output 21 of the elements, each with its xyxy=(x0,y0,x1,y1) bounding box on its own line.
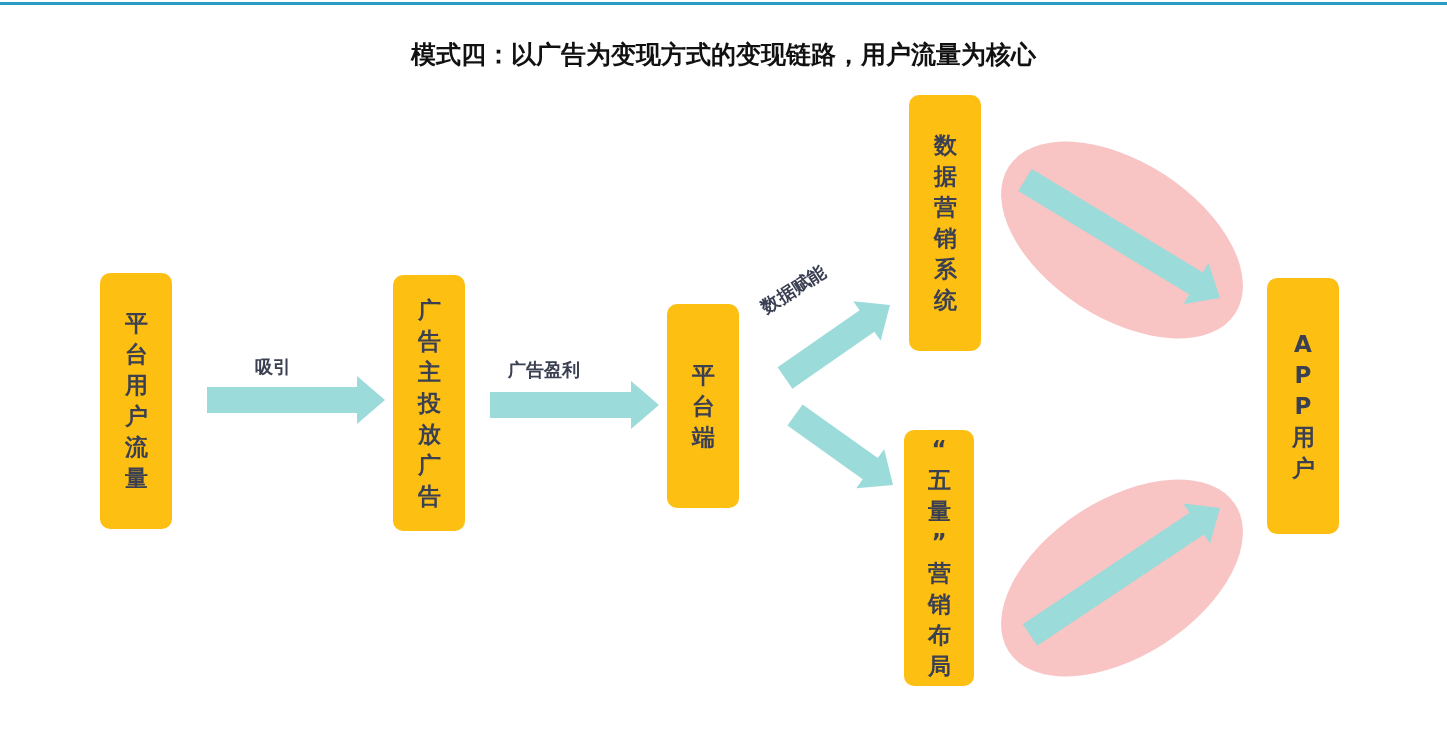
arrow xyxy=(207,376,385,424)
arrow xyxy=(777,301,890,389)
arrow xyxy=(490,381,659,429)
box-label: 平台端 xyxy=(690,360,716,452)
box-label: APP用户 xyxy=(1290,329,1316,483)
edge-label: 广告盈利 xyxy=(506,358,582,382)
process-box xyxy=(904,430,974,686)
arrow xyxy=(787,404,893,489)
box-label: “五量”营销布局 xyxy=(926,435,952,681)
box-label: 数据营销系统 xyxy=(932,131,958,315)
process-box xyxy=(909,95,981,351)
process-box xyxy=(100,273,172,529)
edge-label: 数据赋能 xyxy=(756,259,831,320)
box-label: 平台用户流量 xyxy=(123,309,149,493)
process-box xyxy=(667,304,739,508)
title: 模式四：以广告为变现方式的变现链路，用户流量为核心 xyxy=(409,39,1037,71)
process-box xyxy=(393,275,465,531)
arrow xyxy=(1022,503,1220,646)
box-label: 广告主投放广告 xyxy=(416,295,442,511)
arrow xyxy=(1018,168,1220,304)
process-box xyxy=(1267,278,1339,534)
